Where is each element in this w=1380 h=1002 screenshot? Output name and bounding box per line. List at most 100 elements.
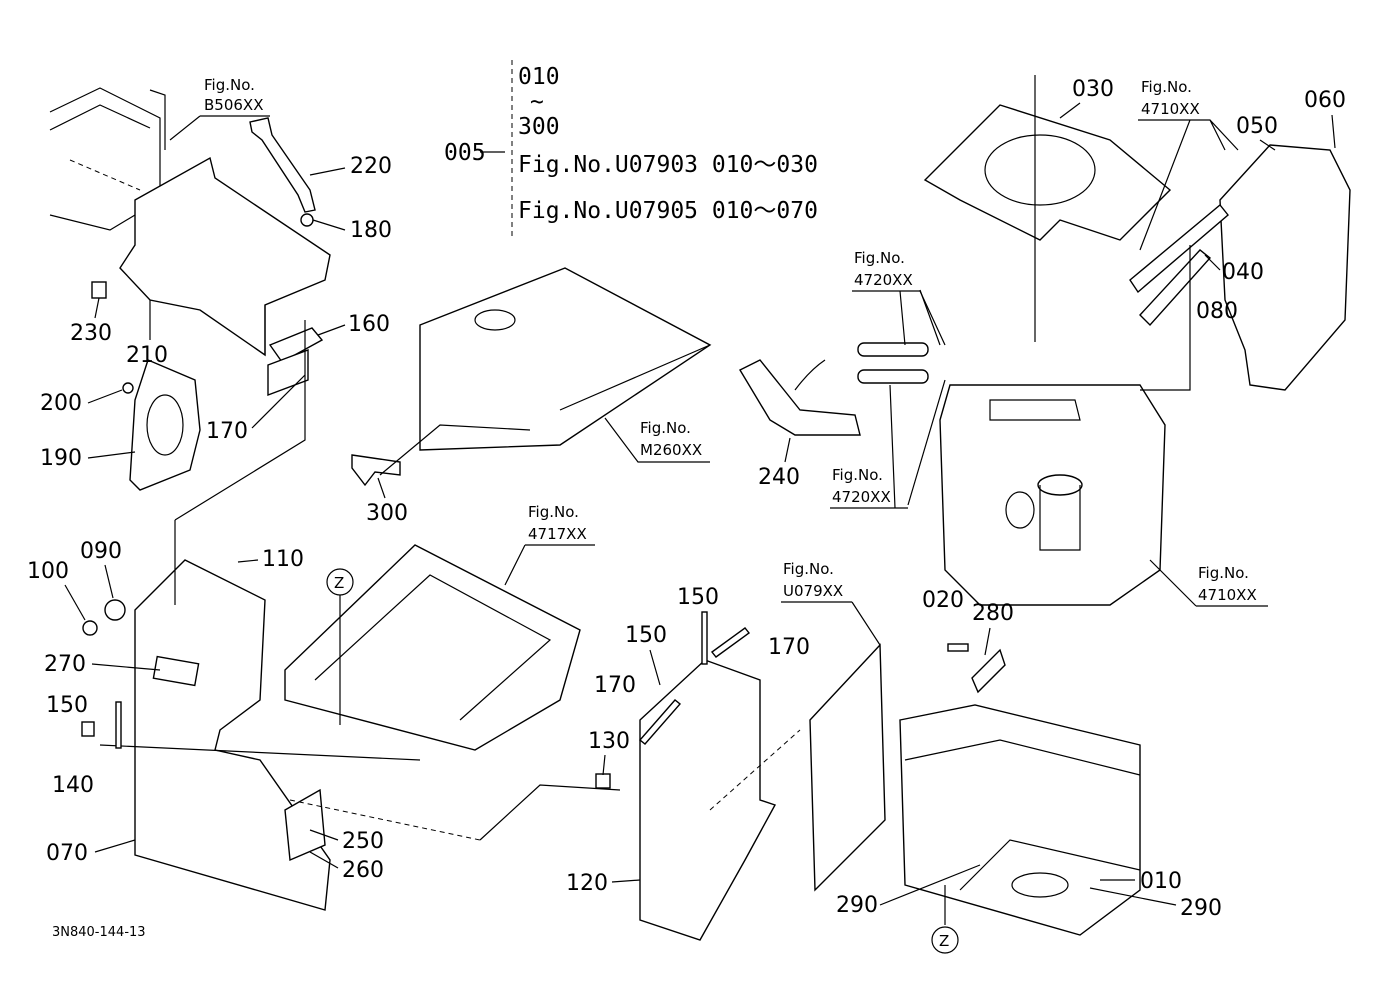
part-030-top-plate: [923, 104, 1172, 241]
fig-ref-4710-upper: Fig.No. 4710XX: [1138, 78, 1239, 251]
label-200: 200: [40, 391, 82, 416]
label-170-mid: 170: [594, 673, 636, 698]
label-240: 240: [758, 465, 800, 490]
label-250: 250: [342, 829, 384, 854]
label-150-left: 150: [46, 693, 88, 718]
label-100: 100: [27, 559, 69, 584]
label-030: 030: [1072, 77, 1114, 102]
label-190: 190: [40, 446, 82, 471]
part-160-bracket: [267, 327, 324, 397]
fig-ref-4717: Fig.No. 4717XX: [504, 503, 595, 586]
part-050-side-cover: [1219, 144, 1351, 391]
svg-text:4710XX: 4710XX: [1141, 100, 1200, 118]
label-140: 140: [52, 773, 94, 798]
label-150-mid: 150: [625, 623, 667, 648]
label-080: 080: [1196, 299, 1238, 324]
svg-text:Fig.No.: Fig.No.: [783, 560, 834, 578]
label-290-left: 290: [836, 893, 878, 918]
label-270: 270: [44, 652, 86, 677]
svg-text:Z: Z: [334, 574, 344, 592]
part-010-base: [899, 704, 1141, 936]
svg-text:U079XX: U079XX: [783, 582, 843, 600]
part-300-clip: [351, 454, 401, 487]
svg-text:Fig.No.: Fig.No.: [204, 76, 255, 94]
part-240-hose: [739, 359, 861, 436]
svg-text:Fig.No.: Fig.No.: [1141, 78, 1192, 96]
label-170-left: 170: [206, 419, 248, 444]
part-070-side-panel: [134, 559, 331, 911]
label-280: 280: [972, 601, 1014, 626]
note-range-from: 010: [518, 64, 560, 90]
label-290-right: 290: [1180, 896, 1222, 921]
fuel-tank-4710: [939, 384, 1166, 606]
part-100-nut: [82, 620, 98, 636]
note-range-sym: ~: [530, 89, 544, 115]
part-230-bolt: [91, 281, 107, 299]
label-230: 230: [70, 321, 112, 346]
part-040-bracket: [1129, 204, 1229, 294]
label-180: 180: [350, 218, 392, 243]
fig-ref-4720-lower: Fig.No. 4720XX: [830, 384, 908, 509]
label-220: 220: [350, 154, 392, 179]
label-120: 120: [566, 871, 608, 896]
label-040: 040: [1222, 260, 1264, 285]
label-130: 130: [588, 729, 630, 754]
svg-text:Fig.No.: Fig.No.: [832, 466, 883, 484]
svg-text:4710XX: 4710XX: [1198, 586, 1257, 604]
svg-text:4720XX: 4720XX: [832, 488, 891, 506]
part-120-plate: [639, 659, 777, 941]
label-110: 110: [262, 547, 304, 572]
part-130-bolt: [595, 773, 611, 789]
label-010: 010: [1140, 869, 1182, 894]
leader-lines: [99, 75, 1191, 925]
diagram-code: 3N840-144-13: [52, 925, 146, 940]
svg-text:Fig.No.: Fig.No.: [1198, 564, 1249, 582]
svg-text:B506XX: B506XX: [204, 96, 263, 114]
note-line-1: Fig.No.U07903 010～030: [518, 152, 818, 178]
label-170-right: 170: [768, 635, 810, 660]
part-220-rod: [249, 117, 316, 213]
fig-ref-b506: Fig.No. B506XX: [169, 76, 270, 141]
svg-text:M260XX: M260XX: [640, 441, 702, 459]
fig-ref-4710-lower: Fig.No. 4710XX: [1149, 559, 1268, 607]
marker-z-lower: Z: [931, 926, 959, 954]
hoses-4720: [857, 342, 929, 384]
label-150-top: 150: [677, 585, 719, 610]
svg-text:4717XX: 4717XX: [528, 525, 587, 543]
frame-bracket-b506: [49, 87, 166, 231]
tray-4717: [284, 544, 581, 751]
svg-text:4720XX: 4720XX: [854, 271, 913, 289]
part-box-m260: [419, 267, 712, 451]
label-060: 060: [1304, 88, 1346, 113]
label-210: 210: [126, 343, 168, 368]
range-note: 005 010 ~ 300 Fig.No.U07903 010～030 Fig.…: [444, 60, 818, 240]
part-020-pin: [947, 643, 969, 652]
label-300: 300: [366, 501, 408, 526]
svg-text:Fig.No.: Fig.No.: [854, 249, 905, 267]
fig-ref-m260: Fig.No. M260XX: [604, 417, 710, 463]
label-090: 090: [80, 539, 122, 564]
part-280-pad: [971, 648, 1006, 694]
label-260: 260: [342, 858, 384, 883]
part-190-plate: [129, 359, 201, 491]
label-160: 160: [348, 312, 390, 337]
note-range-to: 300: [518, 114, 560, 140]
label-070: 070: [46, 841, 88, 866]
svg-text:Z: Z: [939, 932, 949, 950]
label-050: 050: [1236, 114, 1278, 139]
svg-text:Fig.No.: Fig.No.: [528, 503, 579, 521]
part-210-cover: [119, 156, 331, 357]
part-labels: 010 020 030 040 050 060 070 080 090 100 …: [27, 77, 1346, 921]
note-ref: 005: [444, 140, 486, 166]
fig-ref-u079: Fig.No. U079XX: [781, 560, 881, 646]
fig-ref-4720-upper: Fig.No. 4720XX: [852, 249, 946, 346]
part-080-pad: [1139, 249, 1212, 327]
marker-z-upper: Z: [326, 568, 354, 596]
label-020: 020: [922, 588, 964, 613]
part-090-washer: [104, 599, 126, 621]
note-line-2: Fig.No.U07905 010～070: [518, 198, 818, 224]
svg-text:Fig.No.: Fig.No.: [640, 419, 691, 437]
panel-u079: [809, 643, 886, 892]
